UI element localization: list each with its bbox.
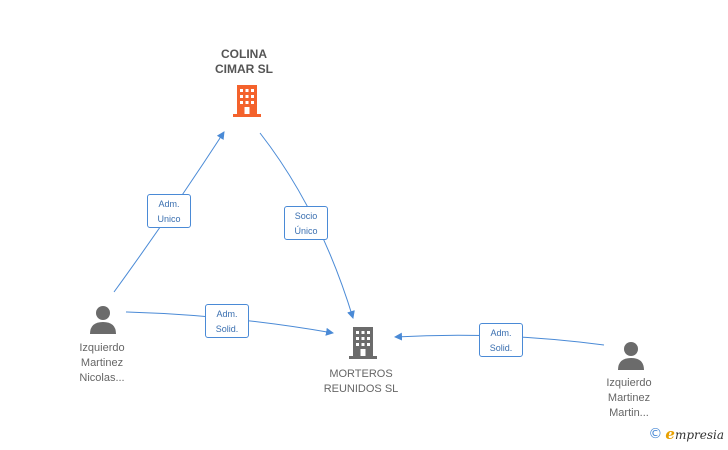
company-sub-name-line-1: MORTEROS — [329, 368, 393, 380]
edge-label-line: Único — [294, 226, 318, 236]
edge-label-socio-unico[interactable]: Socio Único — [284, 206, 328, 240]
person-right-name-line-3: Martin... — [609, 407, 649, 419]
edge-label-line: Solid. — [489, 343, 513, 353]
company-sub-name-line-2: REUNIDOS SL — [323, 383, 399, 395]
person-left-name-line-3: Nicolas... — [79, 372, 125, 384]
brand-logo[interactable]: empresia — [665, 425, 724, 443]
company-main-name-line-1: COLINA — [221, 47, 267, 61]
edge-label-line: Adm. — [216, 309, 238, 319]
building-icon[interactable] — [231, 84, 263, 118]
edge-label-line: Adm. — [490, 328, 512, 338]
edge-label-adm-unico[interactable]: Adm. Unico — [147, 194, 191, 228]
person-right-label[interactable]: Izquierdo Martinez Martin... — [579, 376, 679, 421]
company-main-name-line-2: CIMAR SL — [215, 62, 273, 76]
brand-logo-initial: e — [665, 425, 675, 443]
person-right-name-line-2: Martinez — [607, 392, 651, 404]
copyright-icon: © — [648, 426, 663, 442]
edge-label-line: Adm. — [158, 199, 180, 209]
edge-label-line: Socio — [294, 211, 318, 221]
person-icon[interactable] — [89, 305, 117, 335]
edge-label-adm-solid-right[interactable]: Adm. Solid. — [479, 323, 523, 357]
person-left-name-line-1: Izquierdo — [79, 342, 125, 354]
building-icon[interactable] — [347, 326, 379, 360]
footer-branding: © empresia — [648, 425, 724, 443]
edge-label-line: Solid. — [215, 324, 239, 334]
brand-logo-rest: mpresia — [674, 428, 724, 442]
company-sub-label[interactable]: MORTEROS REUNIDOS SL — [301, 367, 421, 397]
person-icon[interactable] — [617, 341, 645, 371]
person-left-name-line-2: Martinez — [80, 357, 124, 369]
edge-label-line: Unico — [157, 214, 181, 224]
edge-label-adm-solid-left[interactable]: Adm. Solid. — [205, 304, 249, 338]
person-right-name-line-1: Izquierdo — [606, 377, 652, 389]
company-main-label[interactable]: COLINA CIMAR SL — [194, 47, 294, 77]
person-left-label[interactable]: Izquierdo Martinez Nicolas... — [52, 341, 152, 386]
